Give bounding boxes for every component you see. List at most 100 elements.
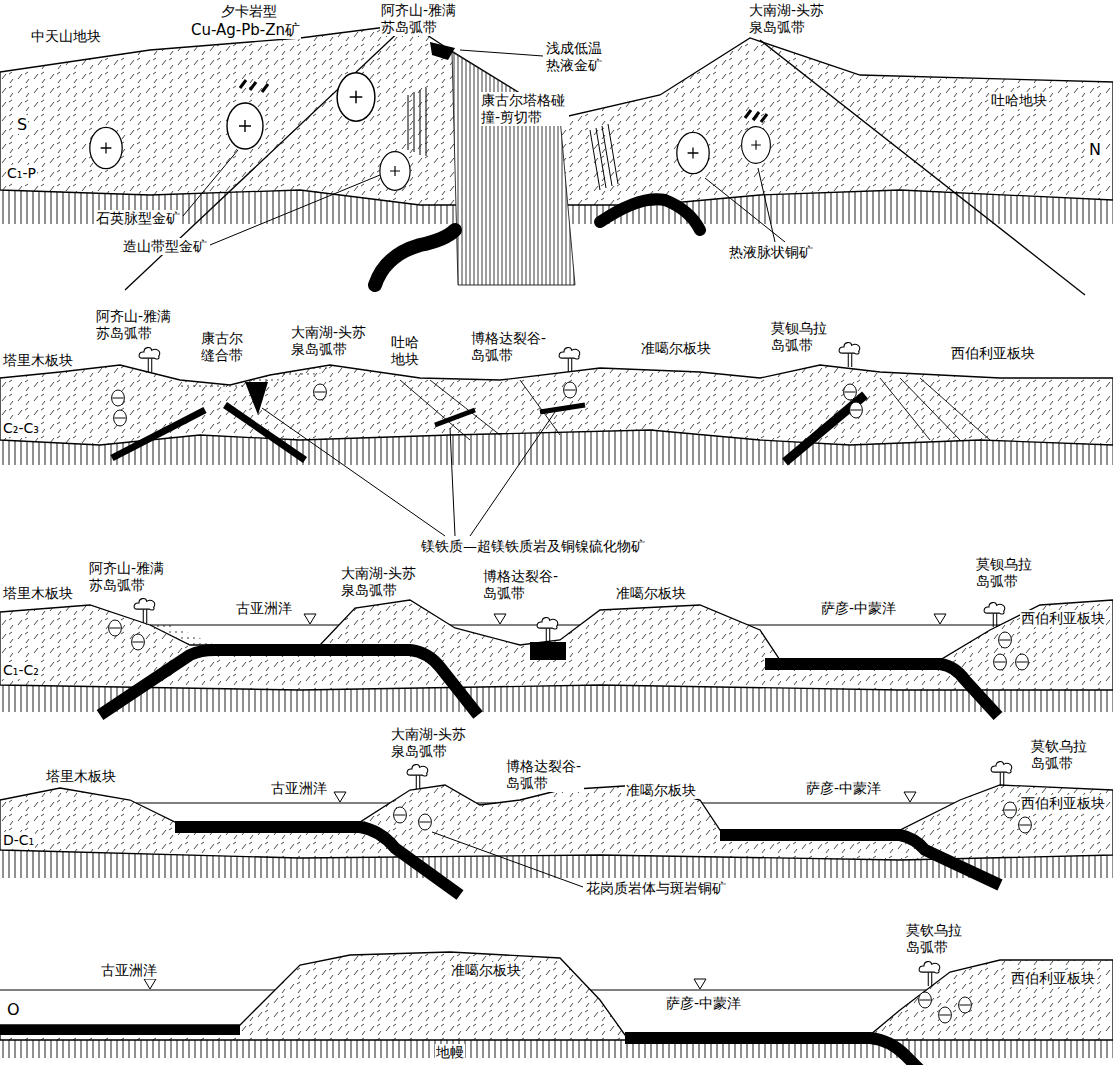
region-label: 西伯利亚板块 xyxy=(1020,610,1106,627)
illustration-part xyxy=(839,343,860,367)
illustration-part xyxy=(380,152,410,191)
illustration-part xyxy=(600,199,700,230)
region-label: 塔里木板块 xyxy=(2,352,74,369)
region-label: 莫钦乌拉岛弧带 xyxy=(905,922,966,956)
illustration-part xyxy=(183,150,238,216)
region-label: 准噶尔板块 xyxy=(450,962,522,979)
illustration-part xyxy=(742,127,771,164)
illustration-part xyxy=(984,603,1005,627)
illustration-part xyxy=(745,110,767,122)
illustration-part xyxy=(705,178,785,242)
illustration-part xyxy=(540,405,585,412)
illustration-part xyxy=(175,827,460,895)
illustration-part xyxy=(537,618,558,642)
region-label: 热液脉状铜矿 xyxy=(728,244,814,261)
illustration-part xyxy=(564,382,577,398)
illustration-part xyxy=(1016,654,1029,670)
illustration-part xyxy=(1004,802,1017,818)
illustration-part xyxy=(407,765,428,789)
illustration-part xyxy=(919,962,940,986)
illustration-part xyxy=(625,1038,920,1065)
illustration-part xyxy=(136,803,954,804)
region-label: C₂-C₃ xyxy=(2,420,40,437)
illustration-part xyxy=(919,992,932,1008)
illustration-part xyxy=(132,634,145,650)
illustration-part xyxy=(262,408,555,536)
panel-c2-c3 xyxy=(0,343,1113,536)
illustration-part xyxy=(720,835,1000,885)
illustration-part xyxy=(114,410,127,426)
illustration-part xyxy=(0,952,1113,1040)
region-label: 萨彦-中蒙洋 xyxy=(805,780,882,797)
region-label: 博格达裂谷-岛弧带 xyxy=(505,758,584,792)
region-label: 西伯利亚板块 xyxy=(950,345,1036,362)
panel-o xyxy=(0,952,1113,1065)
illustration-part xyxy=(0,785,1113,860)
region-label: 准噶尔板块 xyxy=(625,782,697,799)
illustration-part xyxy=(999,632,1012,648)
illustration-part xyxy=(939,1007,952,1023)
illustration-part xyxy=(112,410,205,458)
region-label: D-C₁ xyxy=(2,832,35,849)
region-label: 造山带型金矿 xyxy=(122,238,208,255)
region-label: 塔里木板块 xyxy=(45,768,117,785)
illustration-part xyxy=(1019,817,1032,833)
region-label: Cu-Ag-Pb-Zn矿 xyxy=(190,21,301,39)
illustration-part xyxy=(112,390,125,406)
region-label: 夕卡岩型 xyxy=(220,3,278,20)
illustration-part xyxy=(400,378,990,440)
region-label: 石英脉型金矿 xyxy=(95,210,181,227)
illustration-part xyxy=(139,348,160,372)
illustration-part xyxy=(109,620,122,636)
illustration-part xyxy=(758,168,775,242)
illustration-part xyxy=(460,50,543,56)
illustration-part xyxy=(452,52,575,285)
illustration-part xyxy=(227,103,263,149)
region-label: 西伯利亚板块 xyxy=(1010,970,1096,987)
region-label: 莫钦乌拉岛弧带 xyxy=(1030,738,1091,772)
region-label: 花岗质岩体与斑岩铜矿 xyxy=(585,880,727,897)
illustration-part xyxy=(0,1040,1113,1058)
region-label: C₁-P xyxy=(6,165,37,182)
illustration-part xyxy=(419,814,432,830)
region-label: 博格达裂谷-岛弧带 xyxy=(470,330,549,364)
region-label: 阿齐山-雅满苏岛弧带 xyxy=(95,308,175,342)
illustration-part xyxy=(435,410,475,425)
region-label: 大南湖-头苏泉岛弧带 xyxy=(748,2,828,36)
region-label: 博格达裂谷-岛弧带 xyxy=(482,568,561,602)
region-label: 大南湖-头苏泉岛弧带 xyxy=(340,565,420,599)
illustration-part xyxy=(432,832,583,887)
region-label: 中天山地块 xyxy=(30,28,102,45)
region-label: 吐哈地块 xyxy=(390,334,423,368)
region-label: 大南湖-头苏泉岛弧带 xyxy=(390,726,470,760)
illustration-part xyxy=(430,42,455,60)
region-label: 大南湖-头苏泉岛弧带 xyxy=(290,324,370,358)
region-label: 康古尔缝合带 xyxy=(200,330,247,364)
illustration-part xyxy=(765,664,998,716)
region-label: 古亚洲洋 xyxy=(100,962,158,979)
illustration-part xyxy=(375,230,455,285)
illustration-part xyxy=(994,654,1007,670)
region-label: N xyxy=(1088,140,1102,159)
region-label: 浅成低温热液金矿 xyxy=(545,40,606,74)
illustration-part xyxy=(150,620,215,645)
region-label: 塔里木板块 xyxy=(2,585,74,602)
illustration-part xyxy=(590,124,618,190)
region-label: 地幔 xyxy=(435,1044,465,1061)
illustration-part xyxy=(144,979,706,989)
illustration-part xyxy=(134,599,155,623)
illustration-part xyxy=(844,384,857,400)
region-label: 古亚洲洋 xyxy=(235,600,293,617)
region-label: 准噶尔板块 xyxy=(640,340,712,357)
illustration-part xyxy=(785,395,865,462)
region-label: 西伯利亚板块 xyxy=(1020,795,1106,812)
illustration-part xyxy=(100,650,478,715)
illustration-part xyxy=(90,127,122,168)
illustration-part xyxy=(408,88,426,156)
illustration-part xyxy=(394,807,407,823)
region-label: 莫钡乌拉岛弧带 xyxy=(975,556,1036,590)
region-label: 莫钡乌拉岛弧带 xyxy=(770,320,831,354)
illustration-part xyxy=(991,762,1012,786)
